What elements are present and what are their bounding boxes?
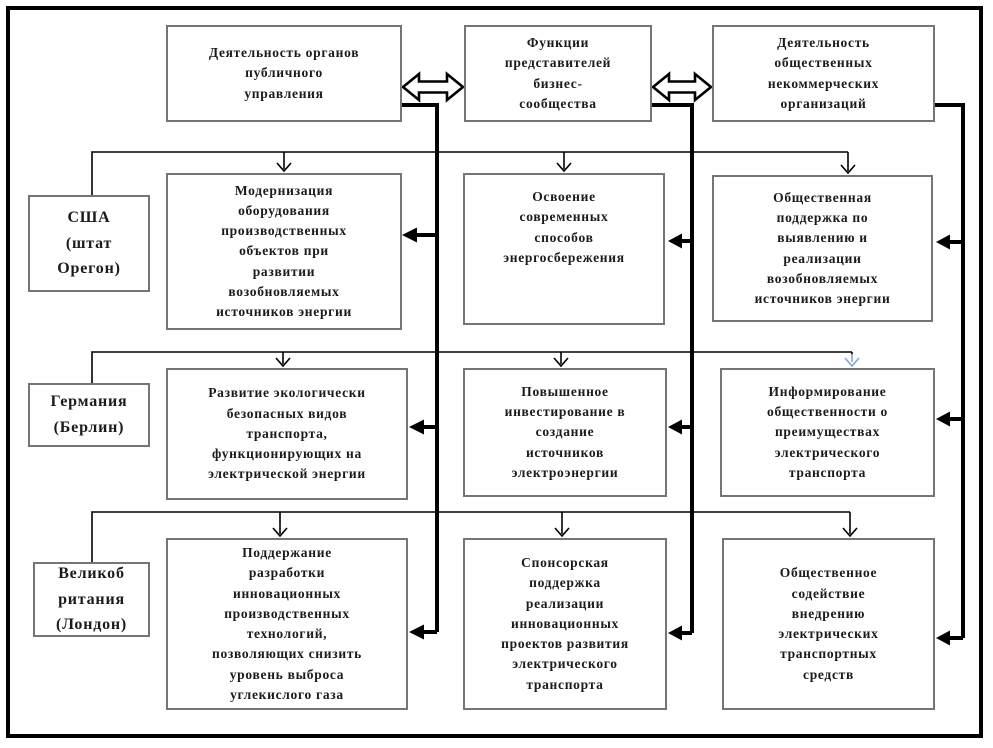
measure-usa-ngo: Общественная поддержка по выявлению и ре… bbox=[712, 175, 933, 322]
row-line-germany bbox=[91, 351, 860, 383]
row-line-uk bbox=[91, 511, 858, 562]
measure-label: Спонсорская поддержка реализации инновац… bbox=[501, 555, 629, 692]
down-arrowhead-icon bbox=[275, 357, 291, 368]
measure-germany-business: Повышенное инвестирование в создание ист… bbox=[463, 368, 667, 497]
left-arrowhead-icon bbox=[409, 419, 424, 435]
blue-down-arrowhead-icon bbox=[844, 357, 860, 368]
row-line-usa bbox=[91, 151, 856, 195]
box-label: Функции представителей бизнес- сообществ… bbox=[504, 35, 612, 111]
country-label: США (штат Орегон) bbox=[57, 209, 121, 278]
box-label: Деятельность органов публичного управлен… bbox=[208, 45, 360, 101]
measure-label: Общественное содействие внедрению электр… bbox=[778, 565, 879, 682]
left-arrowhead-icon bbox=[936, 630, 950, 646]
down-arrowhead-icon bbox=[842, 527, 858, 538]
country-germany-berlin: Германия (Берлин) bbox=[28, 383, 150, 447]
down-arrowhead-icon bbox=[553, 357, 569, 368]
left-arrowhead-icon bbox=[936, 411, 950, 427]
down-arrowhead-icon bbox=[272, 527, 288, 538]
country-usa-oregon: США (штат Орегон) bbox=[28, 195, 150, 292]
drop-line-business bbox=[652, 103, 694, 641]
country-label: Великоб ритания (Лондон) bbox=[55, 565, 128, 634]
box-ngo-activity: Деятельность общественных некоммерческих… bbox=[712, 25, 935, 122]
double-arrow-icon bbox=[650, 71, 714, 103]
drop-line-ngo bbox=[935, 103, 965, 646]
measure-uk-ngo: Общественное содействие внедрению электр… bbox=[722, 538, 935, 710]
left-arrowhead-icon bbox=[936, 234, 950, 250]
double-arrow-icon bbox=[400, 71, 466, 103]
measure-label: Освоение современных способов энергосбер… bbox=[503, 189, 625, 265]
down-arrowhead-icon bbox=[556, 162, 572, 173]
down-arrowhead-icon bbox=[276, 162, 292, 173]
measure-label: Общественная поддержка по выявлению и ре… bbox=[754, 189, 891, 306]
measure-usa-authorities: Модернизация оборудования производственн… bbox=[166, 173, 402, 330]
measure-uk-authorities: Поддержание разработки инновационных про… bbox=[166, 538, 408, 710]
box-public-authorities: Деятельность органов публичного управлен… bbox=[166, 25, 402, 122]
box-business-community: Функции представителей бизнес- сообществ… bbox=[464, 25, 652, 122]
left-arrowhead-icon bbox=[668, 419, 682, 435]
drop-line-public-authorities bbox=[401, 103, 439, 640]
measure-germany-ngo: Информирование общественности о преимуще… bbox=[720, 368, 935, 497]
left-arrowhead-icon bbox=[668, 233, 682, 249]
measure-label: Модернизация оборудования производственн… bbox=[216, 182, 352, 320]
measure-label: Повышенное инвестирование в создание ист… bbox=[504, 383, 626, 480]
measure-label: Информирование общественности о преимуще… bbox=[767, 383, 888, 480]
measure-usa-business: Освоение современных способов энергосбер… bbox=[463, 173, 665, 325]
measure-label: Поддержание разработки инновационных про… bbox=[211, 545, 363, 702]
down-arrowhead-icon bbox=[840, 164, 856, 175]
measure-germany-authorities: Развитие экологически безопасных видов т… bbox=[166, 368, 408, 500]
left-arrowhead-icon bbox=[402, 227, 417, 243]
measure-label: Развитие экологически безопасных видов т… bbox=[208, 385, 366, 482]
left-arrowhead-icon bbox=[668, 625, 682, 641]
measure-uk-business: Спонсорская поддержка реализации инновац… bbox=[463, 538, 667, 710]
country-label: Германия (Берлин) bbox=[50, 393, 128, 436]
box-label: Деятельность общественных некоммерческих… bbox=[767, 35, 880, 111]
country-uk-london: Великоб ритания (Лондон) bbox=[33, 562, 150, 637]
left-arrowhead-icon bbox=[409, 624, 424, 640]
down-arrowhead-icon bbox=[554, 527, 570, 538]
